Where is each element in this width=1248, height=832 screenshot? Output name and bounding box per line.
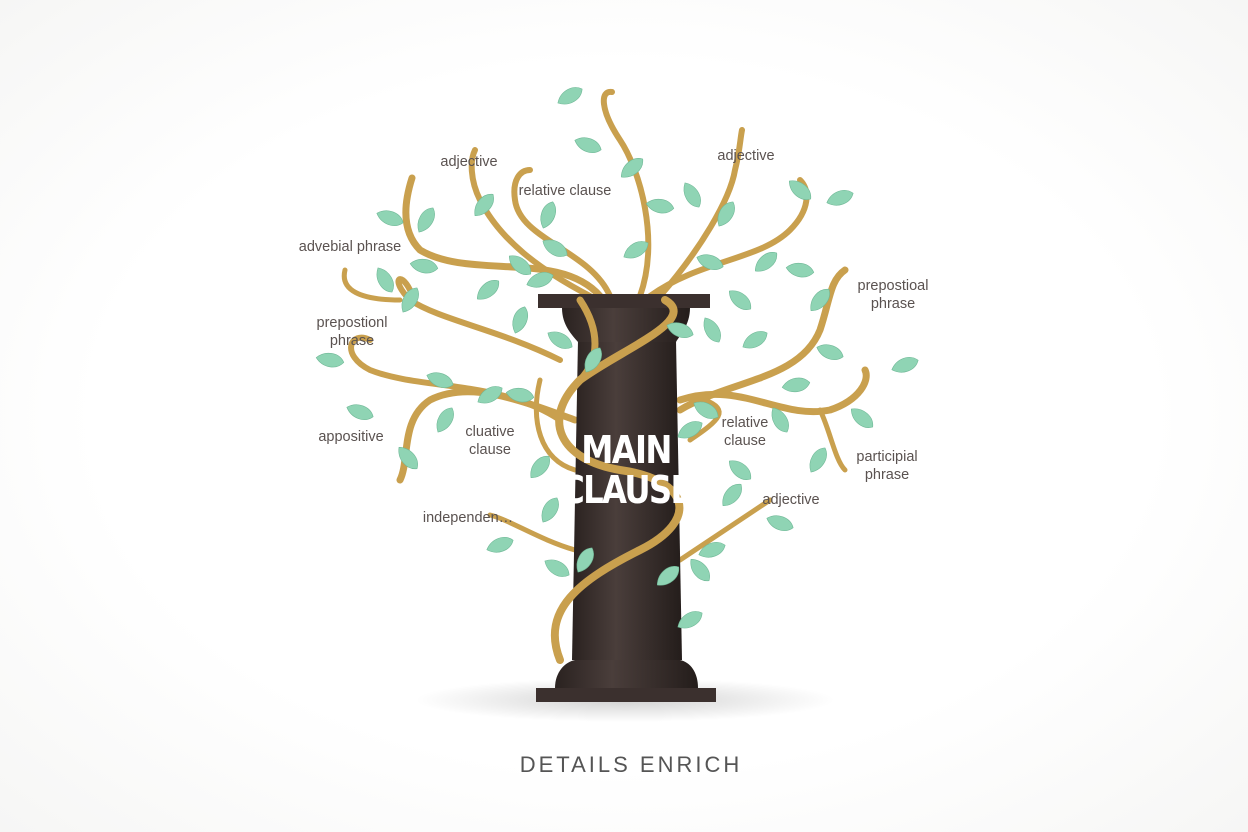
label-participial-phrase: participial phrase	[856, 449, 918, 483]
leaf	[557, 87, 583, 105]
leaf	[547, 331, 573, 349]
leaf	[477, 386, 503, 404]
label-independent-clause: independen…	[422, 510, 514, 526]
leaf	[474, 193, 494, 217]
leaf	[717, 201, 735, 227]
leaf	[690, 558, 710, 582]
leaf	[677, 611, 703, 629]
leaf	[584, 347, 602, 373]
leaf	[526, 272, 554, 288]
leaf	[809, 447, 827, 473]
leaf	[409, 258, 439, 274]
leaf	[426, 372, 454, 388]
label-adjective-lower-right: adjective	[762, 492, 820, 508]
leaf	[541, 497, 559, 523]
main-clause-line2: CLAUSE	[561, 468, 692, 512]
leaf	[346, 404, 374, 420]
leaf	[476, 280, 500, 300]
vines	[341, 88, 870, 563]
leaf	[376, 210, 404, 226]
leaf	[512, 306, 528, 334]
main-clause-line1: MAIN	[581, 428, 672, 472]
label-adjective-top-right: adjective	[717, 148, 775, 164]
label-appositive: appositive	[318, 429, 384, 445]
leaf	[623, 241, 649, 259]
label-relative-clause-top: relative clause	[518, 183, 612, 199]
caption: DETAILS ENRICH	[519, 752, 743, 777]
leaf	[754, 252, 778, 272]
leaf	[398, 446, 418, 470]
label-prepositional-phrase-right: prepostioal phrase	[857, 278, 929, 312]
leaf	[788, 180, 812, 200]
leaf	[574, 137, 602, 153]
leaf	[850, 408, 874, 428]
leaf	[656, 566, 680, 586]
leaf	[703, 317, 721, 343]
leaf	[508, 255, 532, 275]
leaf	[742, 331, 768, 349]
leaf	[576, 547, 594, 573]
leaf	[376, 267, 394, 293]
leaf	[766, 515, 794, 531]
label-adverbial-phrase: advebial phrase	[298, 239, 402, 255]
leaf	[722, 483, 742, 507]
leaf	[810, 288, 830, 312]
leaf	[693, 401, 719, 419]
leaf	[728, 290, 752, 310]
leaf	[785, 262, 815, 278]
leaf	[620, 158, 644, 178]
leaf	[891, 357, 919, 373]
label-prepositional-phrase-left: prepostionl phrase	[316, 315, 388, 349]
leaf	[401, 287, 419, 313]
leaf	[816, 344, 844, 360]
leaf	[698, 542, 726, 558]
leaf	[530, 455, 550, 479]
leaf	[728, 460, 752, 480]
leaf	[505, 387, 535, 403]
main-clause-label: MAIN CLAUSE	[561, 428, 692, 512]
leaf	[436, 407, 454, 433]
leaf	[645, 198, 675, 214]
leaf	[771, 407, 789, 433]
label-adjective-top-left: adjective	[440, 154, 498, 170]
leaf	[315, 352, 345, 368]
leaf	[486, 537, 514, 553]
vine-spiral	[550, 296, 684, 664]
leaf	[683, 182, 701, 208]
leaf	[781, 377, 811, 393]
leaves	[315, 87, 919, 629]
leaf	[666, 322, 694, 338]
leaf	[540, 201, 556, 229]
label-relative-clause-right: relative clause	[721, 415, 769, 449]
leaf	[677, 421, 703, 439]
leaf	[542, 239, 568, 257]
leaf	[696, 254, 724, 270]
leaf	[417, 207, 435, 233]
label-clausative-clause: cluative clause	[465, 424, 515, 458]
leaf	[826, 190, 854, 206]
leaf	[544, 559, 570, 577]
